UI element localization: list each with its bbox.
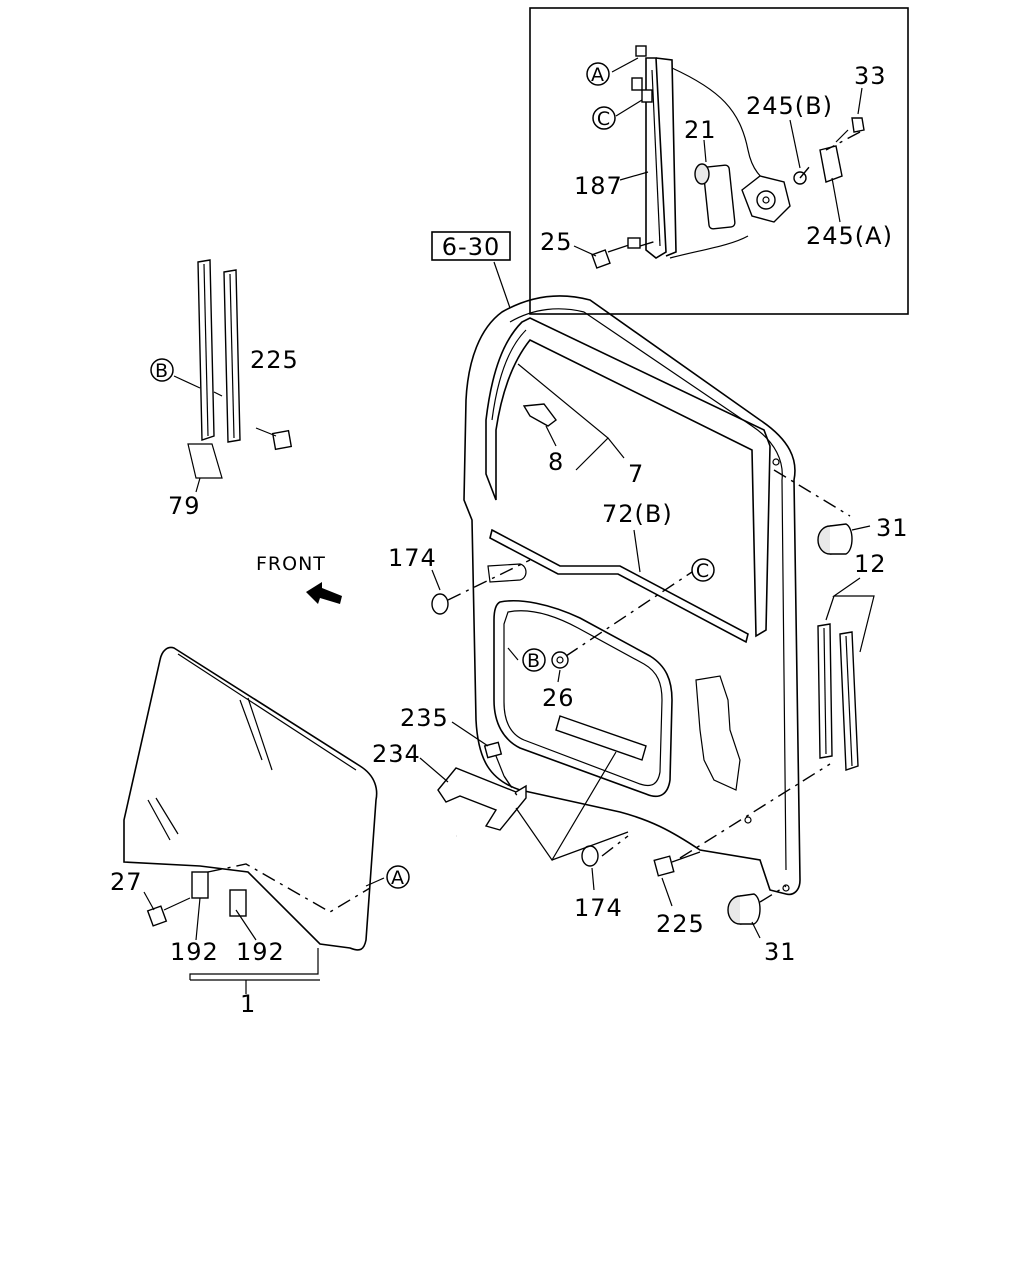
label-27: 27 xyxy=(110,868,143,896)
door-assembly xyxy=(463,295,801,896)
bolt-235 xyxy=(483,741,505,777)
label-79: 79 xyxy=(168,492,201,520)
label-245b: 245(B) xyxy=(746,92,833,120)
bolt-27 xyxy=(146,897,191,927)
assembly-lines xyxy=(207,131,861,913)
leader-lines xyxy=(143,57,875,994)
front-indicator: FRONT xyxy=(256,553,342,604)
bracket-234 xyxy=(437,767,527,831)
callout-c-inset: C xyxy=(592,106,616,130)
regulator-rail xyxy=(645,57,667,259)
bracket-245a xyxy=(819,145,843,183)
label-225-upper: 225 xyxy=(250,346,299,374)
label-187: 187 xyxy=(574,172,623,200)
front-arrow-icon xyxy=(306,582,342,604)
callout-b-upper: B xyxy=(150,358,174,382)
label-174-top: 174 xyxy=(388,544,437,572)
plug-174-bottom xyxy=(581,845,599,867)
svg-text:B: B xyxy=(155,360,169,382)
run-channel-12 xyxy=(817,623,859,771)
door-outline xyxy=(463,295,801,896)
slot xyxy=(487,563,527,583)
bolt-225-upper xyxy=(255,427,293,451)
label-72b: 72(B) xyxy=(602,500,673,528)
label-25: 25 xyxy=(540,228,573,256)
reference-box-6-30: 6-30 xyxy=(431,231,511,261)
label-21: 21 xyxy=(684,116,717,144)
glass-clip-192-b xyxy=(229,889,247,917)
svg-text:B: B xyxy=(527,650,541,672)
front-label: FRONT xyxy=(256,553,326,575)
clip-8 xyxy=(522,403,557,427)
label-245a: 245(A) xyxy=(806,222,893,250)
label-31-bottom: 31 xyxy=(764,938,797,966)
label-192-b: 192 xyxy=(236,938,285,966)
regulator-inset xyxy=(529,7,909,315)
svg-text:A: A xyxy=(391,867,405,889)
window-channel xyxy=(485,317,771,638)
plug-174-top xyxy=(431,593,449,615)
label-192-a: 192 xyxy=(170,938,219,966)
svg-text:C: C xyxy=(696,560,710,582)
svg-text:6-30: 6-30 xyxy=(442,233,500,261)
stopper-31-top xyxy=(817,523,853,555)
svg-text:A: A xyxy=(591,64,605,86)
label-225-bottom: 225 xyxy=(656,910,705,938)
callout-a-glass: A xyxy=(386,865,410,889)
label-8: 8 xyxy=(548,448,564,476)
inset-frame xyxy=(529,7,909,315)
door-glass xyxy=(123,646,378,951)
screw-33 xyxy=(835,117,865,143)
callout-a-inset: A xyxy=(586,62,610,86)
part-labels: 33 245(B) 21 187 25 245(A) 225 79 8 7 72… xyxy=(110,62,909,1018)
bolt-225-bottom xyxy=(653,851,701,877)
glass-outline xyxy=(123,646,378,951)
label-26: 26 xyxy=(542,684,575,712)
motor xyxy=(694,163,807,230)
seal-72b xyxy=(489,528,749,644)
label-12: 12 xyxy=(854,550,887,578)
label-234: 234 xyxy=(372,740,421,768)
callout-b-door: B xyxy=(522,648,546,672)
label-7: 7 xyxy=(628,460,644,488)
glass-clip-192-a xyxy=(191,871,209,899)
label-31-top: 31 xyxy=(876,514,909,542)
run-channel-79 xyxy=(197,259,241,443)
callout-c-door: C xyxy=(691,558,715,582)
bolt-25 xyxy=(591,243,633,269)
label-33: 33 xyxy=(854,62,887,90)
label-1: 1 xyxy=(240,990,256,1018)
nut-26 xyxy=(551,651,569,669)
inner-panel-opening xyxy=(493,599,673,798)
svg-text:C: C xyxy=(597,108,611,130)
stopper-31-bottom xyxy=(727,893,761,925)
handle-recess xyxy=(695,675,741,791)
latch-plate xyxy=(555,715,647,761)
label-174-bottom: 174 xyxy=(574,894,623,922)
label-235: 235 xyxy=(400,704,449,732)
